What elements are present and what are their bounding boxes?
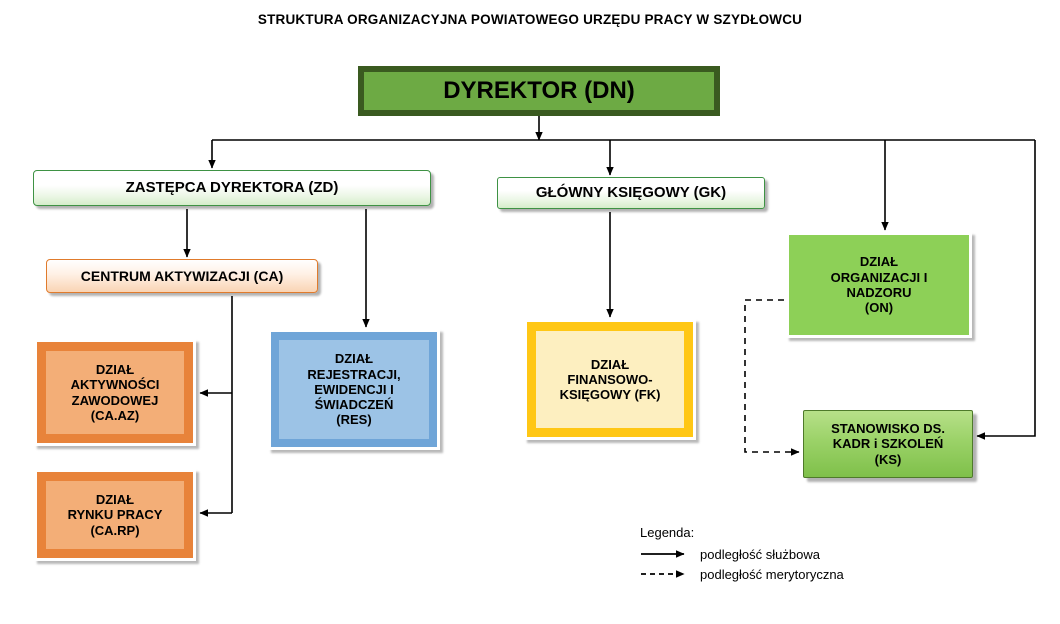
solid-arrow-icon [640,548,692,560]
node-fk-frame: DZIAŁ FINANSOWO- KSIĘGOWY (FK) [524,319,696,440]
node-dyrektor[interactable]: DYREKTOR (DN) [358,66,720,116]
legend-label-merytoryczna: podległość merytoryczna [700,566,844,582]
node-res-body: DZIAŁ REJESTRACJI, EWIDENCJI I ŚWIADCZEŃ… [271,332,437,447]
dashed-arrow-icon [640,568,692,580]
legend: Legenda: podległość służbowa [640,525,844,584]
legend-title: Legenda: [640,525,695,540]
node-centrum-aktywizacji[interactable]: CENTRUM AKTYWIZACJI (CA) [46,259,318,293]
node-ks-label: STANOWISKO DS. KADR i SZKOLEŃ (KS) [831,421,945,467]
node-ksiegowy-label: GŁÓWNY KSIĘGOWY (GK) [535,184,727,202]
node-on-body: DZIAŁ ORGANIZACJI I NADZORU (ON) [789,235,969,335]
legend-item-merytoryczna: podległość merytoryczna [640,564,844,584]
edge-dn-ks [976,140,1036,440]
node-zastepca-dyrektora[interactable]: ZASTĘPCA DYREKTORA (ZD) [33,170,431,206]
legend-label-sluzbowa: podległość służbowa [700,546,820,562]
node-stanowisko-kadr-szkolen[interactable]: STANOWISKO DS. KADR i SZKOLEŃ (KS) [803,410,973,478]
node-on-label: DZIAŁ ORGANIZACJI I NADZORU (ON) [830,254,928,316]
node-carp-frame: DZIAŁ RYNKU PRACY (CA.RP) [34,469,196,561]
node-dzial-aktywnosci-zawodowej[interactable]: DZIAŁ AKTYWNOŚCI ZAWODOWEJ (CA.AZ) [34,339,196,446]
node-dyrektor-label: DYREKTOR (DN) [443,76,635,104]
node-carp-body: DZIAŁ RYNKU PRACY (CA.RP) [37,472,193,558]
node-res-frame: DZIAŁ REJESTRACJI, EWIDENCJI I ŚWIADCZEŃ… [268,329,440,450]
node-caaz-frame: DZIAŁ AKTYWNOŚCI ZAWODOWEJ (CA.AZ) [34,339,196,446]
node-fk-body: DZIAŁ FINANSOWO- KSIĘGOWY (FK) [527,322,693,437]
node-carp-label: DZIAŁ RYNKU PRACY (CA.RP) [67,492,163,538]
legend-item-sluzbowa: podległość służbowa [640,544,844,564]
node-centrum-label: CENTRUM AKTYWIZACJI (CA) [80,267,284,284]
edge-on-ks-dashed [744,299,800,456]
node-zastepca-label: ZASTĘPCA DYREKTORA (ZD) [125,179,339,197]
node-dzial-rejestracji[interactable]: DZIAŁ REJESTRACJI, EWIDENCJI I ŚWIADCZEŃ… [268,329,440,450]
node-caaz-label: DZIAŁ AKTYWNOŚCI ZAWODOWEJ (CA.AZ) [70,361,160,423]
page-title: STRUKTURA ORGANIZACYJNA POWIATOWEGO URZĘ… [257,12,803,27]
node-dzial-organizacji-i-nadzoru[interactable]: DZIAŁ ORGANIZACJI I NADZORU (ON) [786,232,972,338]
node-on-frame: DZIAŁ ORGANIZACJI I NADZORU (ON) [786,232,972,338]
node-fk-label: DZIAŁ FINANSOWO- KSIĘGOWY (FK) [559,356,661,403]
node-dzial-finansowo-ksiegowy[interactable]: DZIAŁ FINANSOWO- KSIĘGOWY (FK) [524,319,696,440]
node-caaz-body: DZIAŁ AKTYWNOŚCI ZAWODOWEJ (CA.AZ) [37,342,193,443]
node-glowny-ksiegowy[interactable]: GŁÓWNY KSIĘGOWY (GK) [497,177,765,209]
node-res-label: DZIAŁ REJESTRACJI, EWIDENCJI I ŚWIADCZEŃ… [307,351,401,428]
node-dzial-rynku-pracy[interactable]: DZIAŁ RYNKU PRACY (CA.RP) [34,469,196,561]
